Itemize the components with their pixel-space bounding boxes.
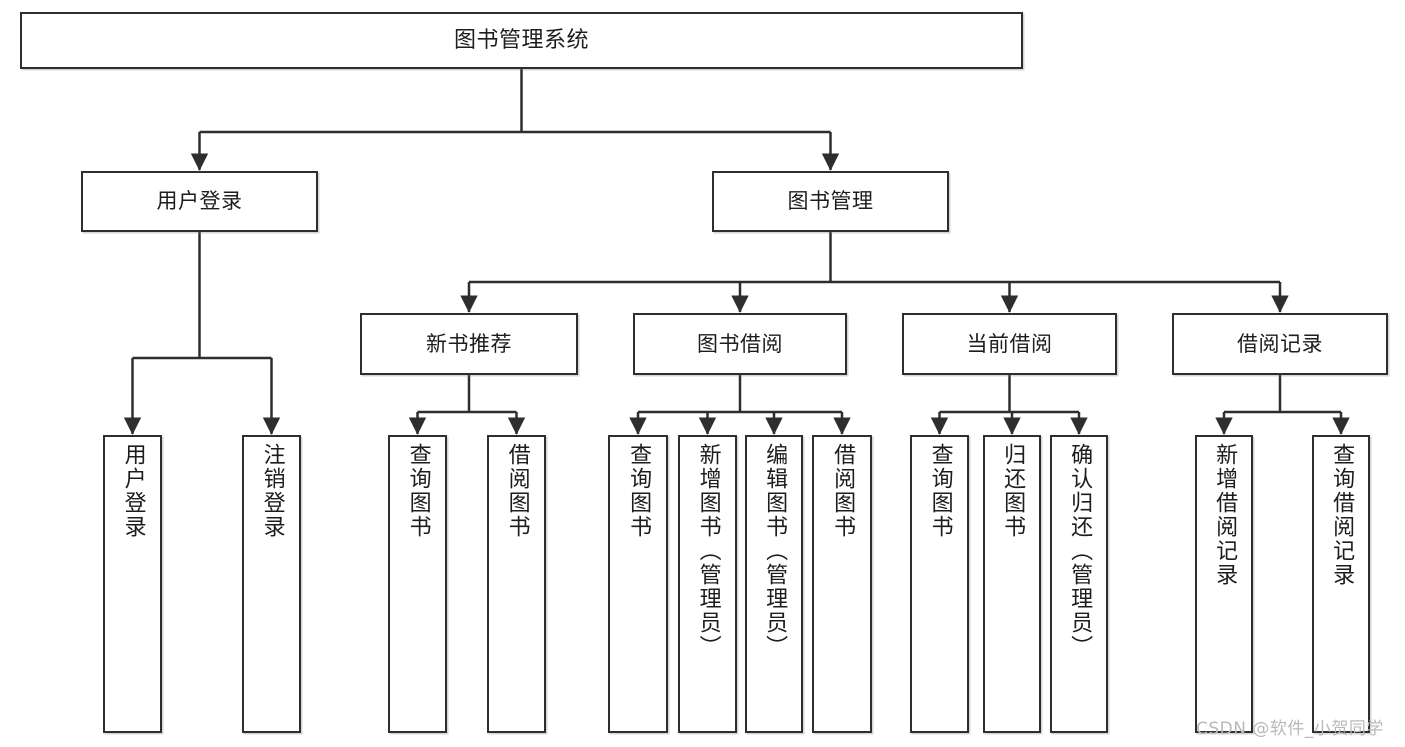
node-newrec[interactable]: 新书推荐 [360,313,578,375]
node-borrow[interactable]: 图书借阅 [633,313,847,375]
node-leaf-current-3[interactable]: 确认归还（管理员） [1050,435,1108,733]
node-label: 查询图书 [405,443,431,539]
node-leaf-borrow-2[interactable]: 新增图书（管理员） [678,435,737,733]
node-label: 用户登录 [156,189,243,213]
node-login[interactable]: 用户登录 [81,171,318,232]
node-label: 确认归还（管理员） [1067,443,1093,659]
node-label: 新增图书（管理员） [695,443,721,659]
node-leaf-current-2[interactable]: 归还图书 [983,435,1041,733]
node-leaf-borrow-1[interactable]: 查询图书 [608,435,668,733]
watermark: CSDN @软件_小贺同学 [1196,719,1384,739]
node-leaf-login-2[interactable]: 注销登录 [242,435,301,733]
node-leaf-login-1[interactable]: 用户登录 [103,435,162,733]
node-label: 图书借阅 [697,331,783,356]
node-bookmgmt[interactable]: 图书管理 [712,171,949,232]
node-label: 借阅记录 [1237,331,1323,356]
node-label: 注销登录 [259,443,285,539]
node-label: 查询借阅记录 [1329,443,1355,587]
node-label: 借阅图书 [830,443,856,539]
node-leaf-newrec-1[interactable]: 查询图书 [388,435,447,733]
node-label: 新书推荐 [426,331,512,356]
node-label: 查询图书 [626,443,652,539]
node-leaf-records-1[interactable]: 新增借阅记录 [1195,435,1253,733]
node-label: 图书管理 [787,189,874,213]
node-leaf-newrec-2[interactable]: 借阅图书 [487,435,546,733]
node-leaf-borrow-4[interactable]: 借阅图书 [812,435,872,733]
node-current[interactable]: 当前借阅 [902,313,1117,375]
node-label: 用户登录 [120,443,146,539]
node-label: 归还图书 [1000,443,1026,539]
node-label: 新增借阅记录 [1212,443,1238,587]
node-label: 借阅图书 [504,443,530,539]
node-records[interactable]: 借阅记录 [1172,313,1388,375]
node-label: 查询图书 [927,443,953,539]
node-leaf-current-1[interactable]: 查询图书 [910,435,969,733]
node-leaf-borrow-3[interactable]: 编辑图书（管理员） [745,435,803,733]
node-label: 当前借阅 [966,331,1053,356]
node-root[interactable]: 图书管理系统 [20,12,1023,69]
node-label: 编辑图书（管理员） [762,443,788,659]
node-leaf-records-2[interactable]: 查询借阅记录 [1312,435,1370,733]
node-label: 图书管理系统 [453,27,589,53]
